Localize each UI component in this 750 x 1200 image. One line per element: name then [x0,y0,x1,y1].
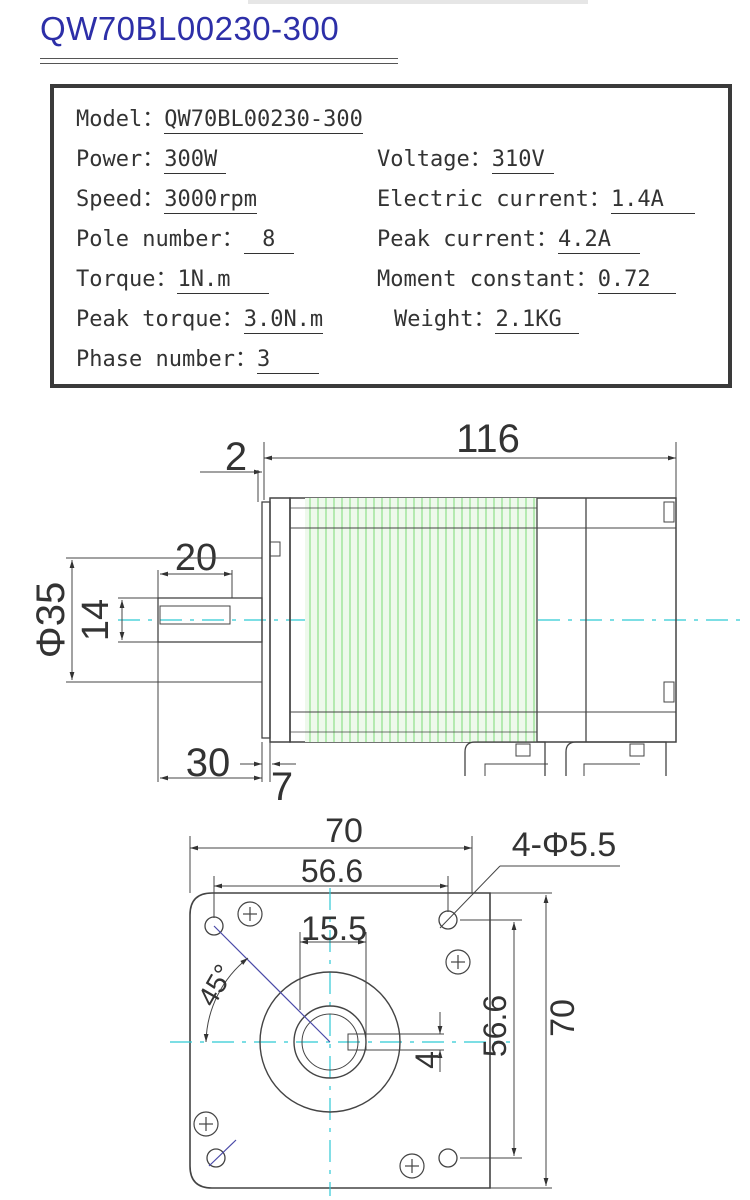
spec-current-label: Electric current： [377,187,611,212]
spec-phase-row: Phase number：3 [76,341,319,374]
spec-model-label: Model： [76,107,165,132]
page-title: QW70BL00230-300 [40,10,340,47]
spec-power-value: 300W [164,147,227,174]
dim-width: 70 [325,812,363,850]
mount-hole-br [438,1148,458,1168]
front-boss [259,971,401,1113]
spec-voltage-label: Voltage： [377,147,492,172]
spec-speed-row: Speed：3000rpm [76,181,257,214]
dim-hole-spacing-v: 56.6 [477,995,513,1057]
side-view: 116 2 20 Φ35 14 30 7 [29,417,740,809]
spec-weight-value: 2.1KG [495,307,580,334]
motor-windings [305,498,537,742]
screw-icons [193,901,471,1179]
spec-voltage-row: Voltage：310V [377,141,554,174]
spec-pole-value: 8 [243,227,294,254]
spec-speed-value: 3000rpm [164,187,257,214]
spec-weight-label: Weight： [394,307,496,332]
spec-voltage-value: 310V [491,147,554,174]
front-view: 45° 70 56.6 4-Φ5.5 15.5 4 56.6 70 [170,812,620,1196]
spec-current-value: 1.4A [610,187,695,214]
spec-torque-label: Torque： [76,267,178,292]
spec-pole-row: Pole number：8 [76,221,294,254]
dim-key: 4 [409,1051,445,1069]
top-divider [248,0,588,4]
spec-table: Model：QW70BL00230-300 Power：300W Voltage… [50,84,732,388]
spec-model-row: Model：QW70BL00230-300 [76,101,363,134]
dim-holes: 4-Φ5.5 [512,826,617,864]
mount-hole-bl [206,1148,226,1168]
spec-phase-value: 3 [256,347,319,374]
spec-current-row: Electric current：1.4A [377,181,695,214]
spec-phase-label: Phase number： [76,347,257,372]
dim-height: 70 [544,999,582,1037]
spec-pole-label: Pole number： [76,227,244,252]
spec-power-label: Power： [76,147,165,172]
dim-total-shaft: 30 [186,741,231,785]
spec-peak-current-row: Peak current：4.2A [377,221,640,254]
spec-moment-value: 0.72 [597,267,676,294]
spec-speed-label: Speed： [76,187,165,212]
spec-model-value: QW70BL00230-300 [164,107,363,134]
spec-peak-torque-label: Peak torque： [76,307,244,332]
spec-peak-torque-row: Peak torque：3.0N.m [76,301,324,334]
flange-face [189,892,491,1189]
spec-peak-current-label: Peak current： [377,227,558,252]
dim-boss-length: 7 [271,765,293,809]
spec-moment-label: Moment constant： [377,267,598,292]
spec-power-row: Power：300W [76,141,227,174]
dim-hole-spacing-h: 56.6 [301,853,363,889]
title-underline [40,58,398,59]
spec-moment-row: Moment constant：0.72 [377,261,676,294]
spec-peak-torque-value: 3.0N.m [243,307,324,334]
dim-boss-width: 15.5 [301,910,367,948]
dim-angle: 45° [192,959,240,1011]
dim-boss-diameter: Φ35 [29,582,73,658]
spec-torque-row: Torque：1N.m [76,261,270,294]
dim-length: 116 [456,417,520,461]
spec-peak-current-value: 4.2A [557,227,640,254]
spec-torque-value: 1N.m [177,267,270,294]
dim-shaft-diameter: 14 [75,599,117,641]
shaft-key [159,605,231,625]
spec-weight-row: Weight：2.1KG [394,301,580,334]
title-underline-2 [40,63,398,64]
dim-flange-step: 2 [225,435,247,479]
